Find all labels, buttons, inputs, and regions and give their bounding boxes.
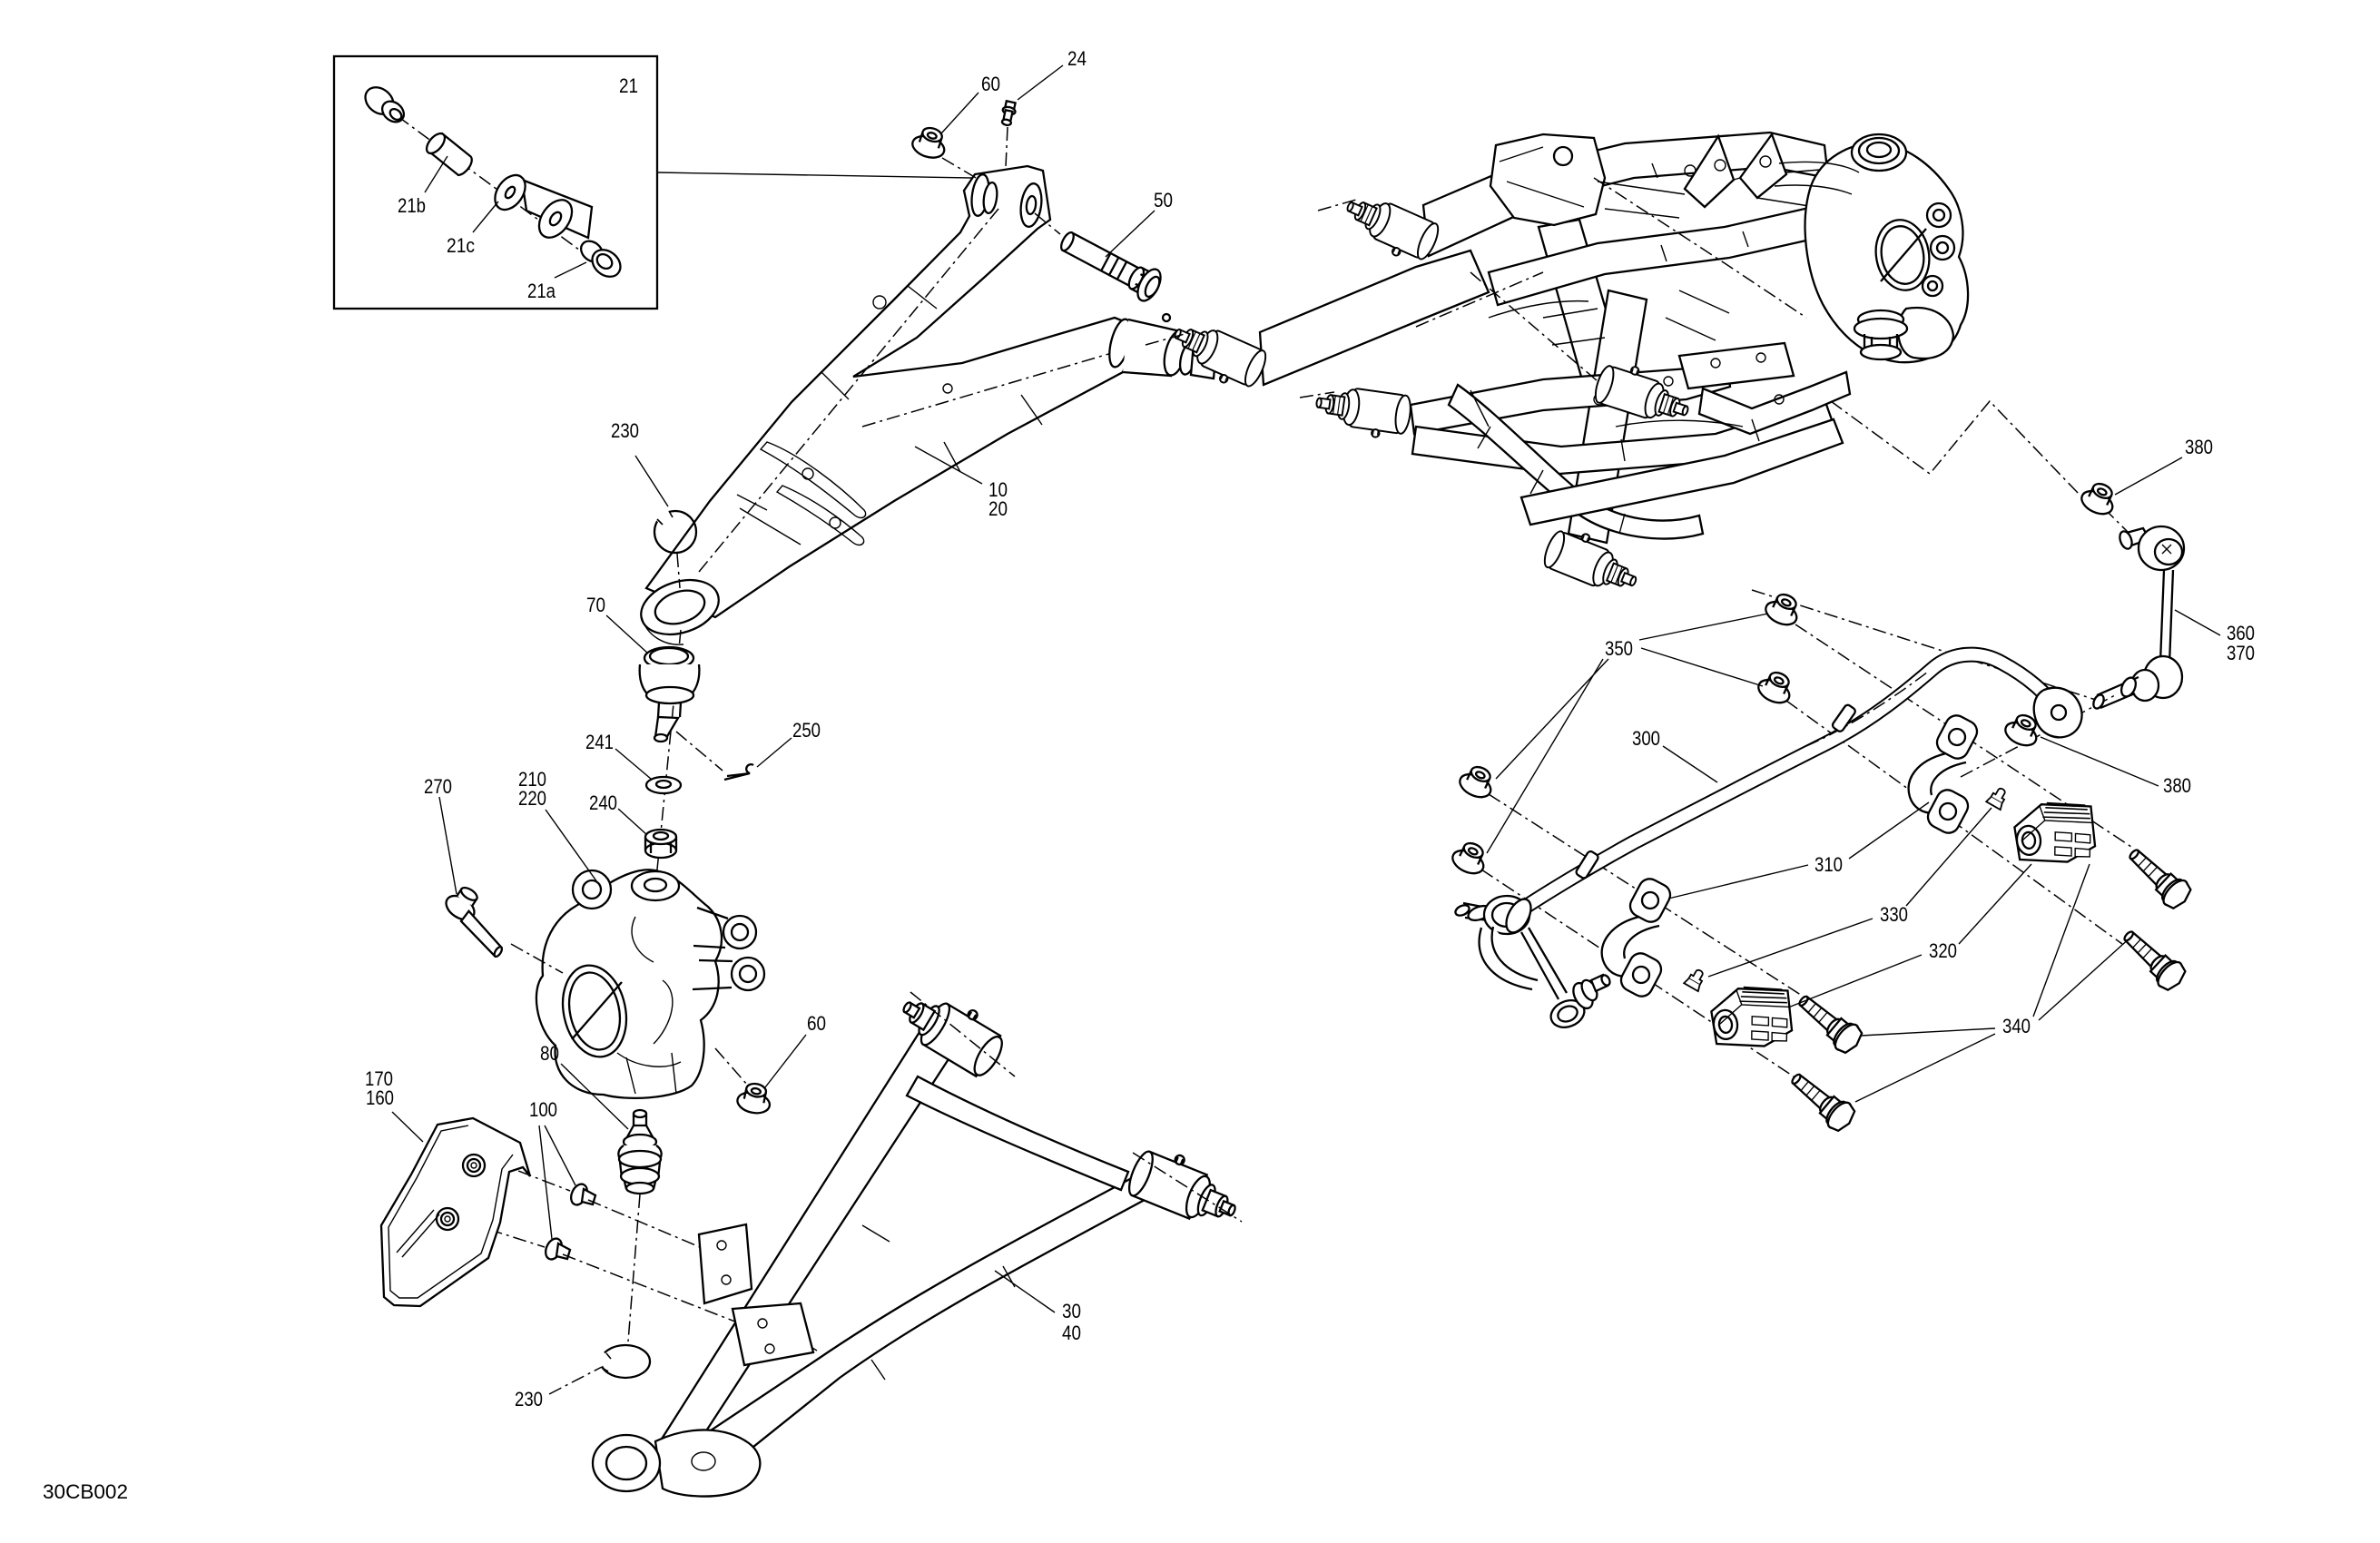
svg-text:160: 160: [366, 1086, 394, 1109]
svg-text:310: 310: [1815, 853, 1843, 876]
svg-text:340: 340: [2002, 1015, 2031, 1037]
svg-text:300: 300: [1632, 727, 1660, 750]
svg-text:21c: 21c: [447, 234, 475, 257]
svg-text:240: 240: [589, 791, 617, 814]
svg-text:10: 10: [988, 478, 1008, 501]
svg-text:380: 380: [2163, 774, 2191, 797]
svg-text:100: 100: [529, 1098, 557, 1121]
svg-text:230: 230: [515, 1388, 543, 1410]
svg-text:50: 50: [1154, 189, 1173, 211]
svg-text:21a: 21a: [527, 280, 556, 302]
svg-text:210: 210: [518, 768, 546, 791]
svg-text:170: 170: [365, 1067, 393, 1090]
svg-text:230: 230: [611, 419, 639, 442]
svg-text:330: 330: [1880, 903, 1908, 926]
svg-text:30CB002: 30CB002: [43, 1480, 128, 1503]
svg-text:370: 370: [2227, 642, 2255, 664]
svg-text:60: 60: [981, 73, 1000, 95]
svg-text:270: 270: [424, 775, 452, 798]
svg-text:21: 21: [619, 74, 638, 97]
svg-text:360: 360: [2227, 622, 2255, 644]
svg-text:250: 250: [792, 719, 821, 742]
svg-text:320: 320: [1929, 939, 1957, 962]
svg-text:20: 20: [988, 497, 1008, 520]
svg-text:60: 60: [807, 1012, 826, 1035]
svg-text:241: 241: [585, 731, 614, 753]
svg-text:21b: 21b: [398, 194, 426, 217]
svg-text:350: 350: [1605, 637, 1633, 660]
svg-text:380: 380: [2185, 436, 2213, 458]
svg-text:70: 70: [586, 594, 605, 616]
svg-text:220: 220: [518, 787, 546, 810]
svg-text:80: 80: [540, 1042, 559, 1065]
svg-text:40: 40: [1062, 1322, 1081, 1344]
svg-text:24: 24: [1067, 47, 1087, 70]
svg-text:30: 30: [1062, 1300, 1081, 1322]
